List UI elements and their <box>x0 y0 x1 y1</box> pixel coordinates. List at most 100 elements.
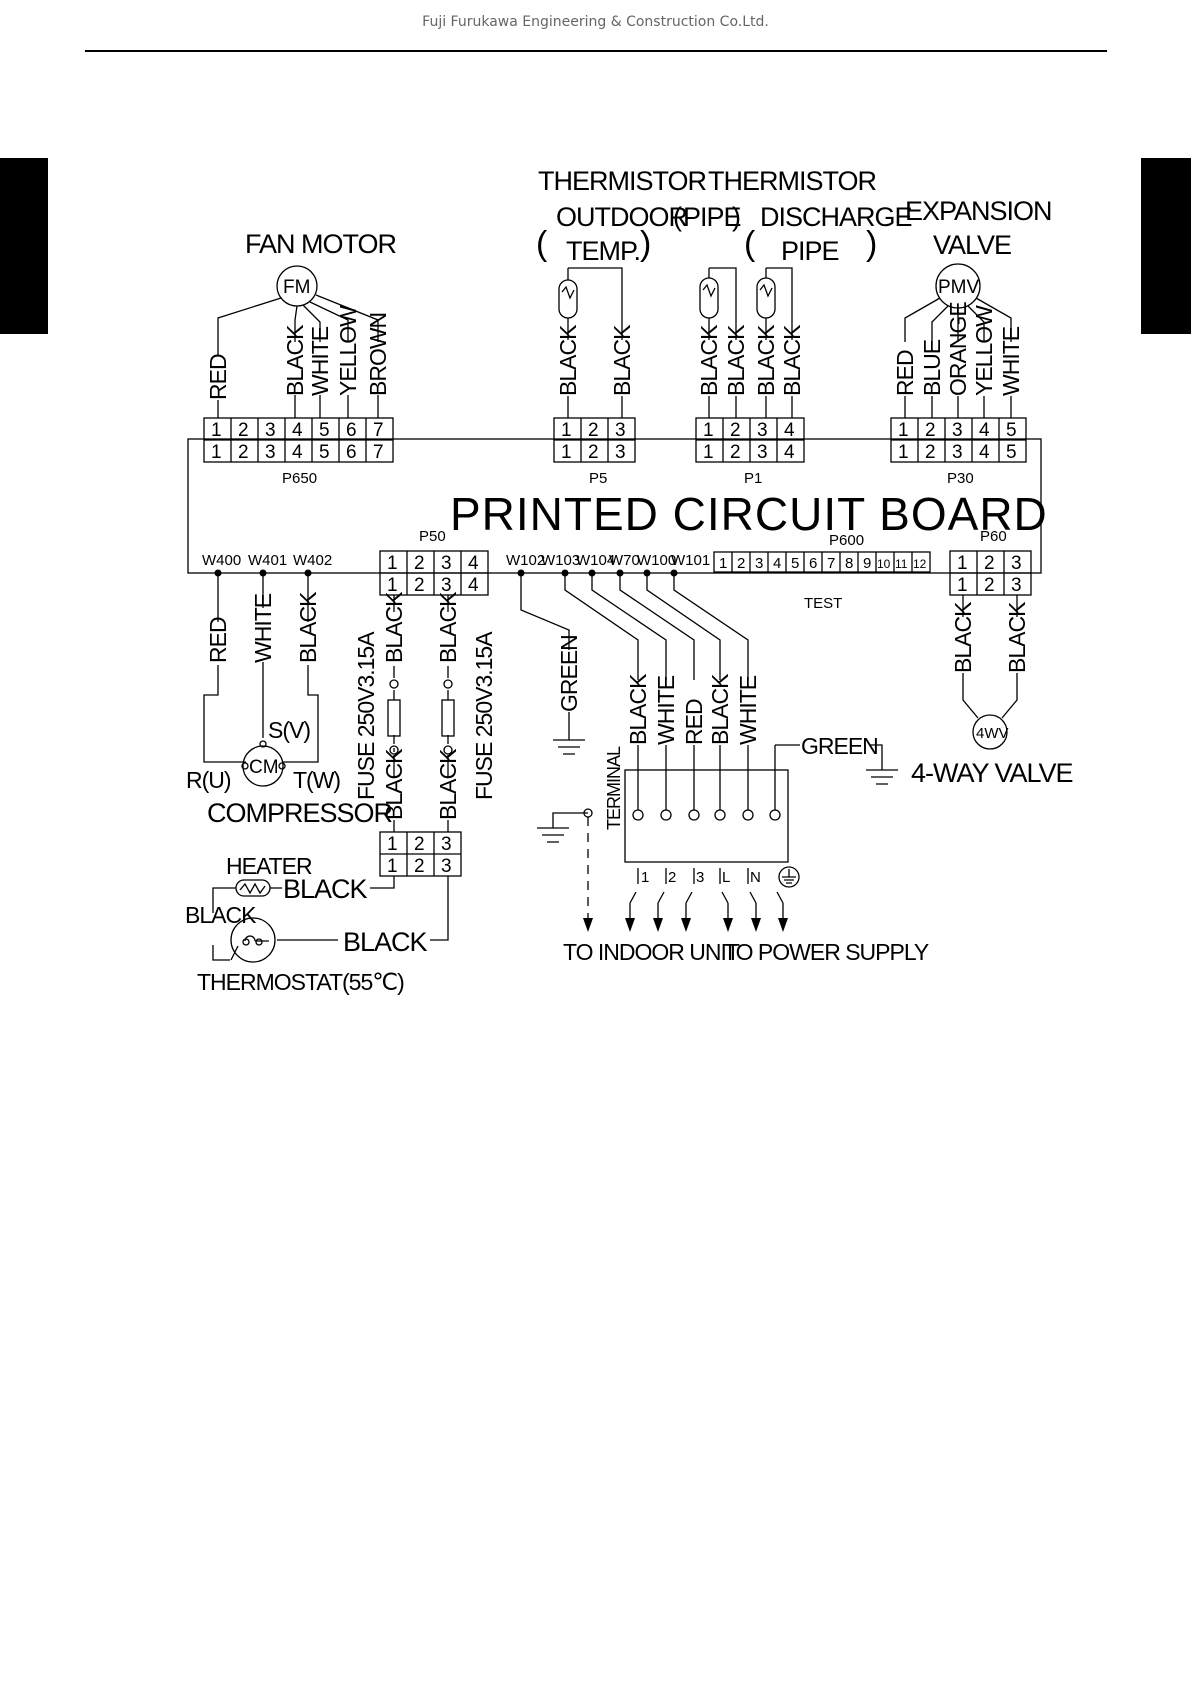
svg-text:7: 7 <box>373 420 384 441</box>
svg-text:2: 2 <box>730 442 741 463</box>
svg-text:1: 1 <box>561 442 572 463</box>
connector-label: P50 <box>419 528 446 545</box>
connector-label: P5 <box>589 470 607 487</box>
wire-label: WHITE <box>653 675 679 745</box>
svg-text:2: 2 <box>737 555 745 572</box>
expansion-valve-leads <box>904 297 1012 342</box>
svg-text:W104: W104 <box>576 552 615 569</box>
svg-text:6: 6 <box>346 420 357 441</box>
four-way-valve-symbol <box>972 714 1008 750</box>
thermistor-pipe-sub: PIPE <box>683 202 741 232</box>
svg-text:8: 8 <box>845 555 853 572</box>
svg-text:3: 3 <box>265 442 276 463</box>
svg-text:3: 3 <box>441 575 452 596</box>
svg-text:N: N <box>750 869 761 886</box>
wire-label: RED <box>892 350 918 396</box>
svg-text:5: 5 <box>319 420 330 441</box>
svg-text:2: 2 <box>730 420 741 441</box>
svg-text:1: 1 <box>957 575 968 596</box>
svg-text:1: 1 <box>211 442 222 463</box>
svg-text:W400: W400 <box>202 552 241 569</box>
svg-text:1: 1 <box>387 553 398 574</box>
svg-text:2: 2 <box>925 442 936 463</box>
svg-text:3: 3 <box>441 834 452 855</box>
svg-text:(: ( <box>536 225 548 263</box>
wire-label: WHITE <box>735 675 761 745</box>
svg-text:4: 4 <box>292 442 303 463</box>
expansion-valve-title1: EXPANSION <box>905 196 1052 226</box>
heater-wires <box>212 876 449 961</box>
svg-text:3: 3 <box>952 420 963 441</box>
wire-label: RED <box>205 354 231 400</box>
thermostat-wire-label: BLACK <box>343 927 428 957</box>
svg-text:7: 7 <box>827 555 835 572</box>
svg-text:3: 3 <box>1011 575 1022 596</box>
svg-text:W402: W402 <box>293 552 332 569</box>
svg-text:2: 2 <box>238 420 249 441</box>
thermistor-outdoor-sub2: TEMP. <box>566 236 640 266</box>
wire-label: BLACK <box>753 324 779 396</box>
to-indoor-label: TO INDOOR UNIT <box>563 939 740 965</box>
printed-circuit-board <box>187 438 1042 574</box>
svg-text:): ) <box>640 225 650 263</box>
svg-text:2: 2 <box>414 834 425 855</box>
wire-label: WHITE <box>250 593 276 663</box>
wire-label: BLUE <box>919 339 945 396</box>
connector-label: P30 <box>947 470 974 487</box>
wire-label: WHITE <box>998 326 1024 396</box>
expansion-wire-labels: RED BLUE ORANGE YELLOW WHITE <box>892 302 1024 396</box>
thermistor-pipe-title: THERMISTOR <box>708 166 877 196</box>
wire-label: BLACK <box>723 324 749 396</box>
ground-wire-label: GREEN <box>556 635 582 712</box>
svg-text:10: 10 <box>877 557 891 571</box>
svg-text:1: 1 <box>898 442 909 463</box>
svg-text:2: 2 <box>984 575 995 596</box>
svg-text:): ) <box>866 225 876 263</box>
wire-label: BLACK <box>779 324 805 396</box>
thermistor-outdoor-sub1: OUTDOOR <box>556 202 687 232</box>
svg-text:4: 4 <box>468 575 479 596</box>
svg-text:L: L <box>722 869 730 886</box>
connector-label: P600 <box>829 532 864 549</box>
heater-title: HEATER <box>226 853 312 879</box>
svg-text:7: 7 <box>373 442 384 463</box>
compressor-symbol-label: CM <box>249 757 279 778</box>
fan-motor-lead-ends <box>217 395 379 418</box>
fuse-label: FUSE 250V3.15A <box>353 631 379 800</box>
svg-text:1: 1 <box>641 869 649 886</box>
compressor-s-label: S(V) <box>268 717 310 743</box>
svg-text:3: 3 <box>952 442 963 463</box>
heater-wire-label: BLACK <box>283 874 368 904</box>
fuse-circuit <box>387 595 455 777</box>
svg-text:1: 1 <box>387 834 398 855</box>
terminal-marks: 1 2 3 L N <box>637 866 800 888</box>
wire-label: BLACK <box>1004 601 1030 673</box>
output-arrows <box>583 891 788 932</box>
svg-text:3: 3 <box>615 442 626 463</box>
thermostat-symbol <box>230 917 276 963</box>
ground-w102 <box>520 573 585 755</box>
svg-text:1: 1 <box>387 856 398 877</box>
compressor-symbol <box>242 745 284 787</box>
svg-text:2: 2 <box>668 869 676 886</box>
wire-label: BLACK <box>950 601 976 673</box>
svg-text:3: 3 <box>265 420 276 441</box>
four-way-valve-title: 4-WAY VALVE <box>911 758 1073 788</box>
svg-text:9: 9 <box>863 555 871 572</box>
thermostat-title: THERMOSTAT(55℃) <box>197 969 404 995</box>
svg-text:3: 3 <box>755 555 763 572</box>
svg-text:1: 1 <box>703 442 714 463</box>
svg-text:(: ( <box>744 225 756 263</box>
wire-label: BLACK <box>555 324 581 396</box>
header-company: Fuji Furukawa Engineering & Construction… <box>422 14 769 30</box>
svg-text:5: 5 <box>1006 442 1017 463</box>
wire-label: BLACK <box>625 673 651 745</box>
fuse-label: FUSE 250V3.15A <box>471 631 497 800</box>
svg-text:2: 2 <box>984 553 995 574</box>
terminal-title: TERMINAL <box>604 746 624 830</box>
